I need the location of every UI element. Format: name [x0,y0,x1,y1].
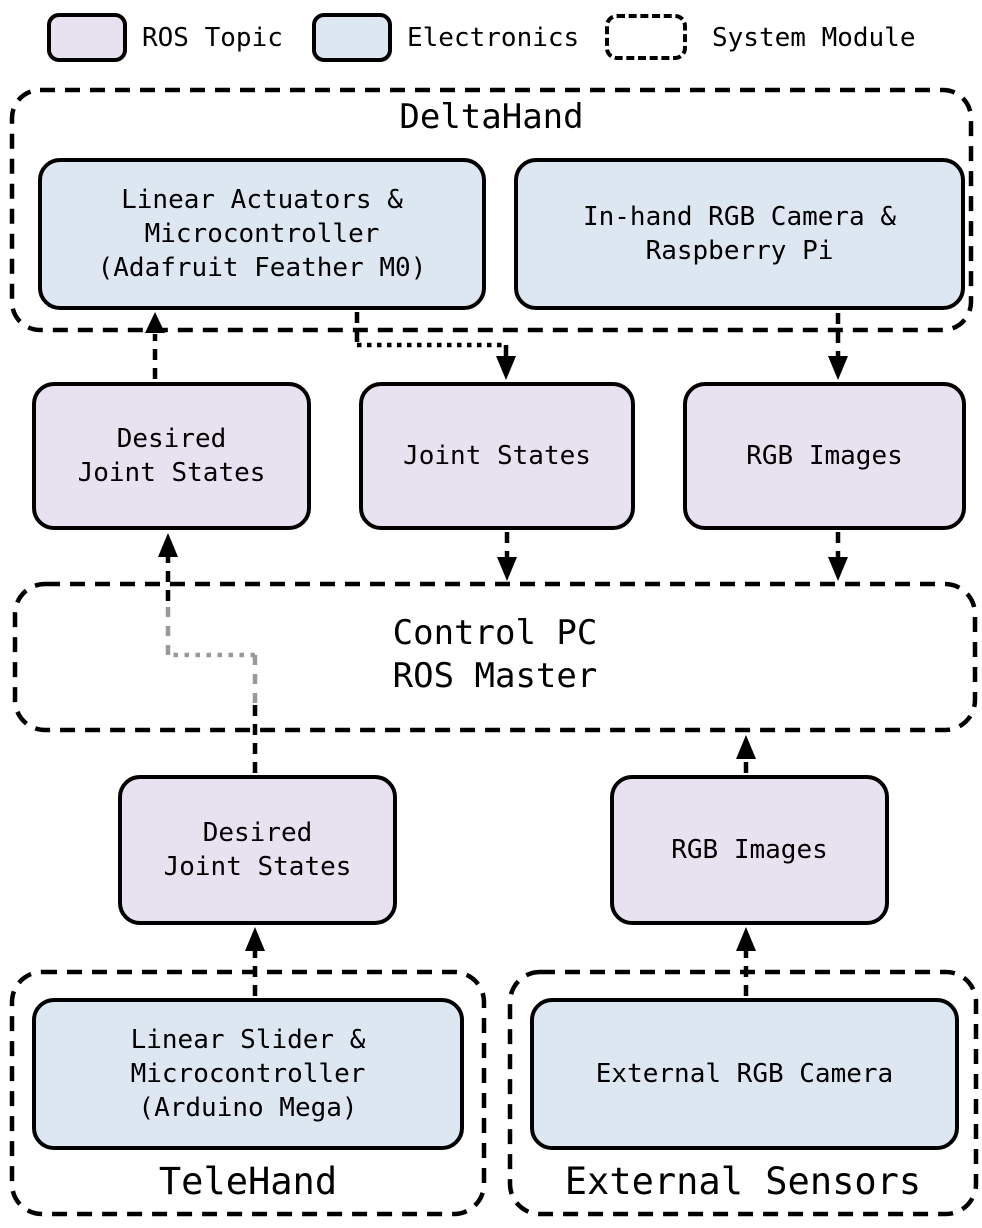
external-sensors-module-title: External Sensors [564,1160,922,1203]
electronics-legend-label: Electronics [407,22,580,53]
linear-slider-box: Linear Slider & Microcontroller (Arduino… [32,998,464,1150]
topic-desired-joint-states-bottom: Desired Joint States [118,775,397,925]
arrowhead-relay-to-desired-joint-states [158,533,178,557]
topic-desired-joint-states-top: Desired Joint States [32,382,311,530]
arrowhead-external-camera-to-rgb-images [736,927,756,951]
electronics-swatch [312,13,392,62]
topic-rgb-images-top: RGB Images [683,382,966,530]
arrowhead-actuators-to-joint-states [496,356,516,380]
deltahand-module-title: DeltaHand [399,97,584,137]
linear-actuators-box: Linear Actuators & Microcontroller (Adaf… [38,158,486,310]
control-pc-module-title: Control PC ROS Master [392,613,598,696]
external-camera-box: External RGB Camera [530,998,959,1150]
arrowhead-rgb-images-to-control-pc [828,557,848,581]
topic-joint-states: Joint States [359,382,635,530]
arrowhead-slider-to-desired-joint-states [245,927,265,951]
system-module-legend-label: System Module [712,22,916,53]
ros-topic-swatch [47,13,127,62]
arrowhead-desired-joint-states-to-actuators [145,312,165,333]
topic-rgb-images-bottom: RGB Images [610,775,889,925]
telehand-module-title: TeleHand [158,1160,338,1203]
arrowhead-camera-to-rgb-images [828,356,848,380]
inhand-camera-box: In-hand RGB Camera & Raspberry Pi [514,158,965,310]
arrowhead-rgb-images-bottom-to-control-pc [736,735,756,759]
system-module-swatch [605,14,687,60]
arrowhead-joint-states-to-control-pc [497,557,517,581]
ros-topic-legend-label: ROS Topic [142,22,283,53]
